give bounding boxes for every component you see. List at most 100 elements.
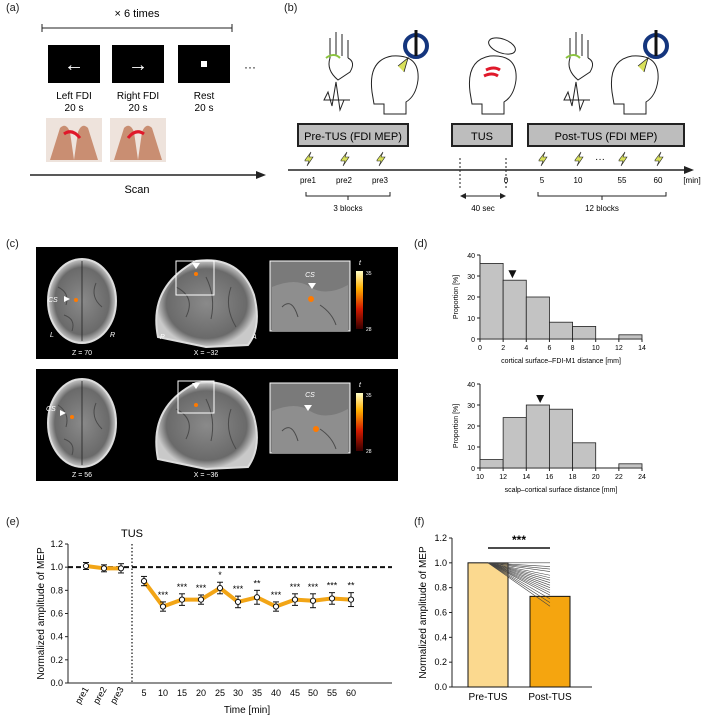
- data-point: [140, 577, 148, 585]
- x-tick-label: 10: [158, 688, 168, 698]
- x-axis-label: Time [min]: [224, 705, 271, 716]
- panel-label-a: (a): [6, 2, 20, 14]
- colorbar-min: 28: [366, 327, 372, 333]
- tus-duration: 40 sec: [471, 204, 495, 213]
- x-tick-label: 24: [638, 474, 646, 481]
- hand-tms-icon-post: [563, 32, 594, 112]
- x-tick-label: 16: [546, 474, 554, 481]
- colorbar-1: [356, 271, 363, 329]
- x-tick-label: 22: [615, 474, 623, 481]
- y-axis-label: Proportion [%]: [453, 404, 460, 448]
- subject-line: [487, 562, 551, 586]
- x-tick-label: 50: [308, 688, 318, 698]
- panel-label-b: (b): [284, 2, 298, 14]
- x-tick-label: 8: [571, 345, 575, 352]
- x-tick-label: 5: [141, 688, 146, 698]
- lightning-bolt-icon: [618, 151, 628, 167]
- y-tick-label: 0.0: [434, 682, 447, 692]
- x-tick-label: pre3: [108, 685, 126, 706]
- x-tick-label: pre2: [91, 685, 109, 706]
- panel-b: Pre-TUS (FDI MEP) TUS Post-TUS (FDI MEP)…: [288, 30, 701, 213]
- subject-line: [487, 562, 551, 607]
- tus-marker-label: TUS: [121, 528, 143, 540]
- x-tick-label: 40: [271, 688, 281, 698]
- tick-pre3: pre3: [372, 176, 389, 185]
- data-point: [159, 603, 167, 610]
- panel-label-e: (e): [6, 516, 20, 528]
- right-label: R: [110, 332, 115, 339]
- x-tick-label: 10: [592, 345, 600, 352]
- y-tick-label: 0.0: [50, 678, 63, 688]
- y-tick-label: 0.4: [434, 632, 447, 642]
- x-coordinate: X = −36: [194, 472, 219, 479]
- x-tick-label: 14: [522, 474, 530, 481]
- y-tick-label: 10: [467, 445, 475, 452]
- subject-line: [487, 562, 551, 591]
- significance-label: *: [218, 570, 222, 580]
- x-tick-label: 2: [501, 345, 505, 352]
- y-tick-label: 40: [467, 253, 475, 260]
- rest-title: Rest: [194, 91, 215, 102]
- data-point: [272, 603, 280, 610]
- data-point: [100, 565, 108, 572]
- y-tick-label: 1.0: [50, 562, 63, 572]
- tick-5: 5: [540, 176, 545, 185]
- pre-tus-box: [297, 123, 409, 147]
- x-tick-label: pre1: [73, 685, 91, 706]
- histogram-bar: [525, 296, 550, 340]
- x-tick-label: 15: [177, 688, 187, 698]
- zoom-box: [175, 260, 215, 296]
- right-arrow-icon: →: [128, 54, 148, 76]
- lightning-bolt-icon: [304, 151, 314, 167]
- histogram-bar: [525, 404, 550, 469]
- histogram-bar: [572, 442, 597, 469]
- lightning-bolt-icon: [340, 151, 350, 167]
- lightning-bolt-icon: [376, 151, 386, 167]
- subject-line: [487, 562, 551, 581]
- z-coordinate: Z = 70: [72, 350, 92, 357]
- repeat-label: × 6 times: [115, 8, 160, 20]
- subject-line: [487, 562, 551, 572]
- x-tick-label: 30: [233, 688, 243, 698]
- blocks-post: 12 blocks: [585, 204, 619, 213]
- y-tick-label: 20: [467, 424, 475, 431]
- bar: [467, 562, 509, 688]
- sagittal-slice-2: [155, 381, 258, 471]
- histogram-bar: [572, 326, 597, 340]
- left-fdi-duration: 20 s: [65, 103, 84, 114]
- subject-line: [487, 562, 551, 600]
- subject-line: [487, 562, 551, 567]
- panel-label-f: (f): [414, 516, 425, 528]
- hands-photo-right: [110, 118, 166, 162]
- subject-line: [487, 562, 551, 570]
- y-tick-label: 0.8: [434, 583, 447, 593]
- y-tick-label: 0.6: [434, 608, 447, 618]
- x-tick-label: 4: [524, 345, 528, 352]
- tick-10: 10: [574, 176, 583, 185]
- mep-time-course-chart: TUS 0.00.20.40.60.81.01.2***************…: [36, 528, 392, 716]
- subject-line: [487, 562, 551, 588]
- tick-0: 0: [504, 176, 509, 185]
- data-point: [291, 596, 299, 603]
- cs-label: CS: [48, 297, 58, 304]
- post-tus-label: Post-TUS (FDI MEP): [555, 131, 658, 143]
- left-label: L: [50, 332, 54, 339]
- hands-photo-left: [46, 118, 102, 162]
- histogram-bar: [618, 463, 643, 469]
- sagittal-slice-1: [155, 259, 258, 349]
- subject-line: [487, 562, 551, 576]
- y-tick-label: 0.8: [50, 585, 63, 595]
- colorbar-2: [356, 393, 363, 451]
- x-tick-label: 20: [592, 474, 600, 481]
- mean-marker-icon: [536, 395, 545, 403]
- scan-label: Scan: [124, 184, 149, 196]
- y-tick-label: 20: [467, 295, 475, 302]
- panel-label-d: (d): [414, 238, 428, 250]
- x-tick-label: 18: [569, 474, 577, 481]
- tick-60: 60: [654, 176, 663, 185]
- tick-unit: [min]: [683, 176, 700, 185]
- data-point: [82, 562, 90, 570]
- significance-label: **: [347, 581, 355, 591]
- histogram-bar: [479, 262, 504, 340]
